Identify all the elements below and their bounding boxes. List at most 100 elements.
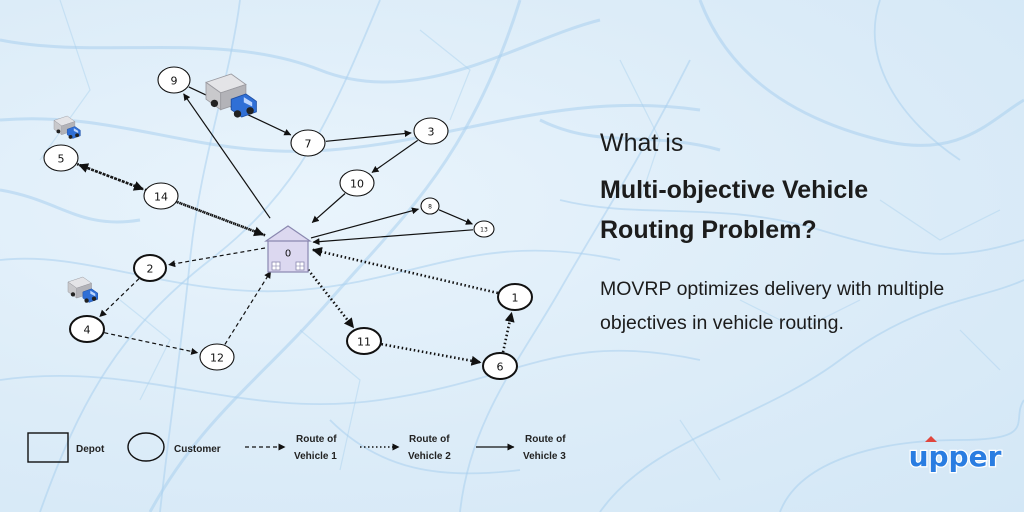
legend-customer-circle [127,432,165,462]
legend-route2-label-2: Vehicle 2 [408,451,451,462]
customer-circle [339,169,375,197]
truck-icon-vehicle3 [205,73,257,118]
route-edge-v3-8-13 [438,209,473,225]
truck-wheel [68,134,73,139]
customer-label: 5 [58,153,65,166]
upper-logo: upper [907,436,1003,474]
truck-wheel [233,110,242,118]
map-street [959,329,1001,371]
logo-wordmark: upper [909,440,1002,473]
customer-circle [413,117,449,145]
route-edge-v3-7-3 [325,130,412,142]
route-edge-v3-0-8 [310,207,419,239]
truck-window [73,128,79,134]
customer-node-8: 8 [420,197,440,215]
customer-node-6: 6 [482,352,518,380]
map-street [879,199,1001,241]
map-road [0,349,701,406]
map-street [299,329,361,471]
customer-label: 10 [350,178,364,191]
legend-route2-label-1: Route of [409,434,450,445]
truck-wheel [84,298,89,303]
customer-circle [199,343,235,371]
route-edge-v2-0-11 [307,268,355,329]
route-edge-v3-13-0 [312,229,474,246]
map-road [873,0,961,161]
customer-circle [346,327,382,355]
customer-node-2: 2 [133,254,167,282]
customer-circle [143,182,179,210]
route-edge-v2-1-0 [311,246,499,295]
customer-label: 8 [428,204,432,211]
map-street [619,59,661,201]
customer-circle [133,254,167,282]
map-road [148,0,522,512]
legend-route1-label-1: Route of [296,434,337,445]
customer-circle [482,352,518,380]
customer-node-3: 3 [413,117,449,145]
customer-circle [420,197,440,215]
map-road [698,0,1024,147]
map-road [599,279,1024,512]
customer-label: 13 [480,227,488,234]
customer-label: 7 [305,138,312,151]
route-edge-v1-0-2 [168,247,266,268]
customer-node-1: 1 [497,283,533,311]
customer-circle [69,315,105,343]
map-street [119,299,171,401]
customer-label: 6 [497,361,504,374]
description: MOVRP optimizes delivery with multiple o… [600,278,945,335]
depot-node: 0 [264,225,312,273]
map-road [459,59,691,512]
customer-node-5: 5 [43,144,79,172]
heading-title-line1: Multi-objective Vehicle [600,176,869,204]
route-edge-v1-4-12 [104,332,199,355]
truck-window [243,97,253,107]
depot-label: 0 [285,249,291,260]
heading-intro: What is [600,129,684,157]
legend-route1-label-2: Vehicle 1 [294,451,337,462]
text-block: What is Multi-objective Vehicle Routing … [600,128,1000,340]
trucks [53,73,257,303]
map-road [329,419,521,475]
customer-circle [43,144,79,172]
map-street [39,0,91,161]
map-road [539,118,721,152]
route-edge-v3-10-0 [311,193,346,224]
heading-title-line2: Routing Problem? [600,216,817,244]
route-edge-v2-5-14 [76,162,144,191]
truck-wheel [91,296,97,301]
legend-depot-box [27,432,69,463]
customer-node-4: 4 [69,315,105,343]
customer-node-12: 12 [199,343,235,371]
route-edge-v1-12-0 [224,271,272,345]
route-edge-v2-11-6 [381,342,482,366]
map-road [559,199,1024,255]
customer-node-13: 13 [473,220,495,238]
customer-node-10: 10 [339,169,375,197]
customer-circle [157,66,191,94]
truck-wheel [70,292,76,297]
legend-route3-label-2: Vehicle 3 [523,451,566,462]
customer-label: 1 [512,292,519,305]
truck-wheel [75,133,80,138]
depot-roof [264,225,312,242]
route-edge-v2-14-0 [176,200,265,237]
customer-label: 11 [357,336,371,349]
customer-node-11: 11 [346,327,382,355]
route-edge-v2-6-1 [501,311,515,353]
map-street [739,299,861,331]
customer-circle [473,220,495,238]
truck-wheel [56,129,61,134]
map-road [0,188,141,224]
route-edge-v1-2-4 [99,278,140,318]
legend-route3-label-1: Route of [525,434,566,445]
map-road [779,399,1024,512]
customer-label: 2 [147,263,154,276]
map-road [159,0,241,512]
map-street [679,419,721,481]
customer-label: 12 [210,352,224,365]
